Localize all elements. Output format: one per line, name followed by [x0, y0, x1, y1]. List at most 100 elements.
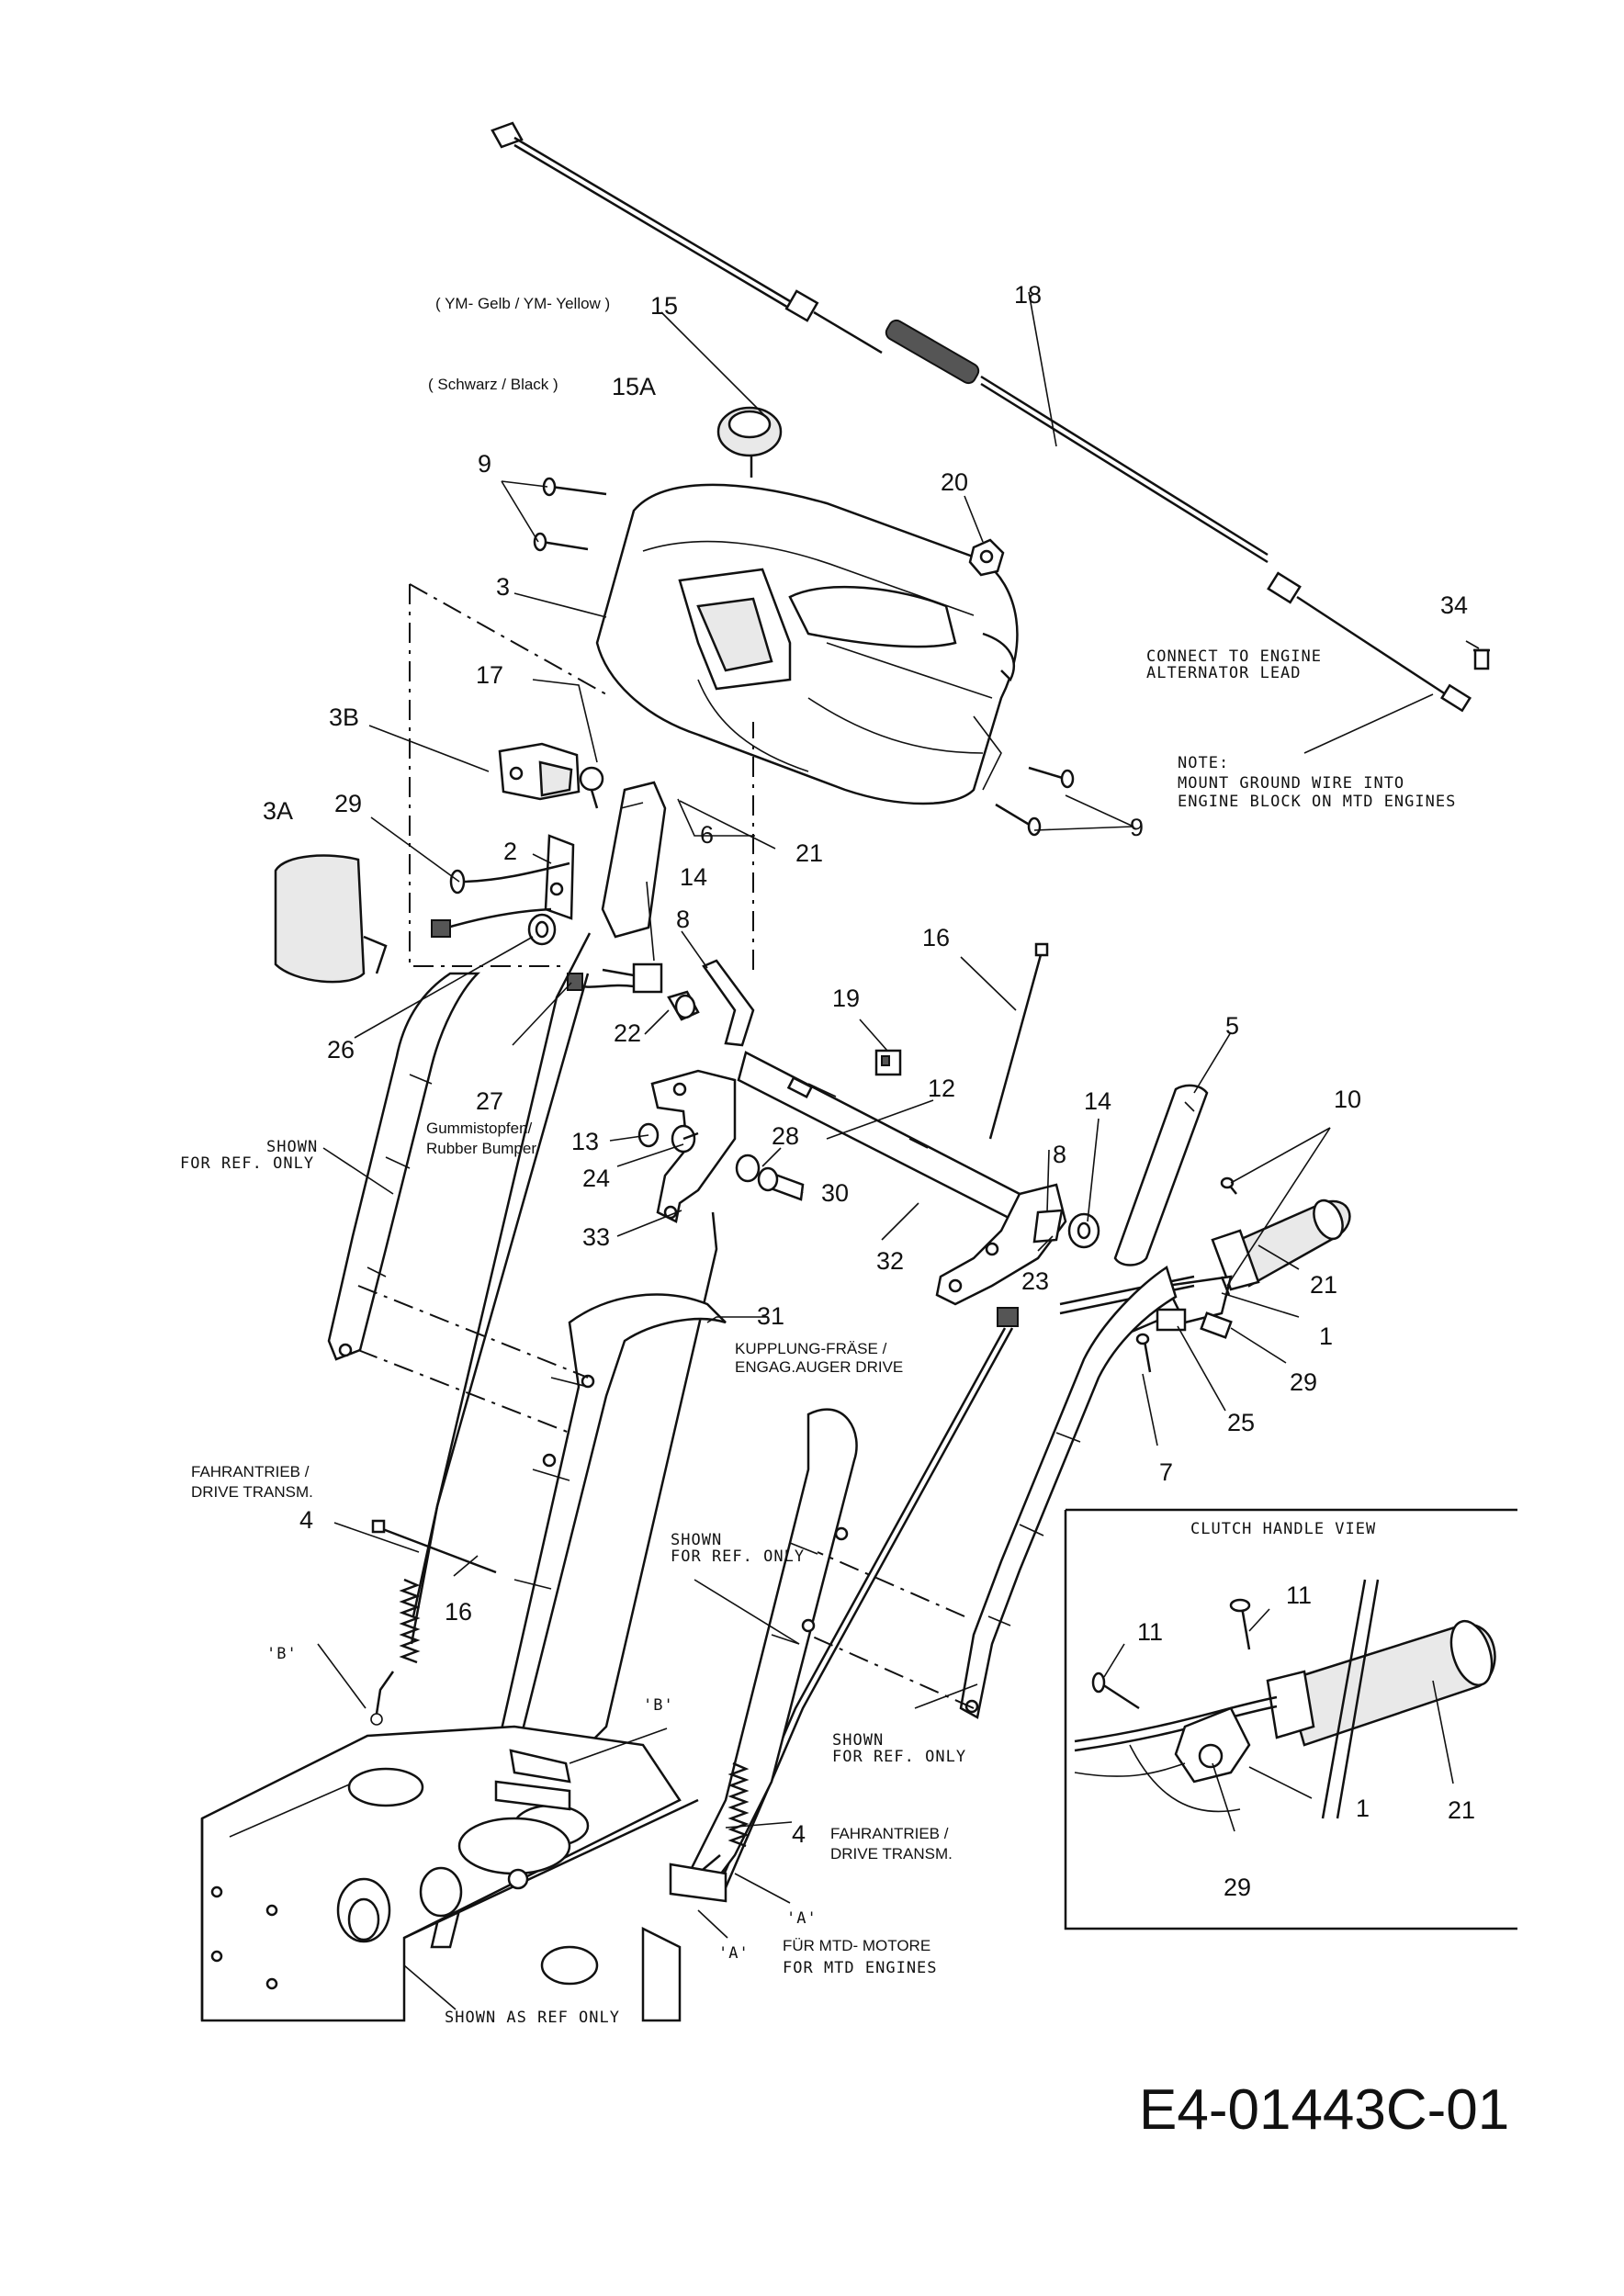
cable-tie-16-bottom [371, 1519, 497, 1574]
label-p14-right: 14 [1084, 1087, 1111, 1115]
link-8-top [702, 959, 755, 1047]
ref-dash-1 [357, 1285, 589, 1379]
screw-10 [1220, 1176, 1237, 1296]
label-p24: 24 [582, 1165, 610, 1192]
label-b-mid: 'B' [643, 1696, 674, 1715]
label-fahr-1b: DRIVE TRANSM. [191, 1483, 313, 1501]
label-p15: 15 [650, 292, 678, 320]
diagram-code: E4-01443C-01 [1139, 2078, 1509, 2142]
bracket-right-32 [935, 1183, 1067, 1306]
label-shown-2a: SHOWN [671, 1531, 722, 1549]
label-kupplung-1: KUPPLUNG-FRÄSE / [735, 1340, 887, 1357]
bracket-2 [544, 834, 575, 920]
knob-15 [716, 406, 783, 478]
label-note-1: NOTE: [1178, 754, 1229, 772]
switch-bracket-3b [498, 742, 581, 801]
label-b-left: 'B' [266, 1645, 298, 1663]
label-p13: 13 [571, 1128, 599, 1155]
label-a-left: 'A' [718, 1944, 750, 1963]
label-p26: 26 [327, 1036, 355, 1064]
label-p1: 1 [1319, 1322, 1333, 1350]
label-p9-top: 9 [478, 450, 491, 478]
ref-dash-3 [807, 1634, 975, 1709]
ref-dash-4 [817, 1551, 965, 1617]
label-p21-right: 21 [1310, 1271, 1337, 1299]
label-p10: 10 [1334, 1086, 1361, 1113]
label-note-3: ENGINE BLOCK ON MTD ENGINES [1178, 793, 1456, 811]
drive-cable-right-2 [722, 1327, 1014, 1893]
grip-21-top [1211, 1199, 1351, 1291]
label-p1-inset: 1 [1356, 1795, 1370, 1822]
label-p7: 7 [1159, 1458, 1173, 1486]
label-p27: 27 [476, 1087, 503, 1115]
label-p15-note: ( YM- Gelb / YM- Yellow ) [435, 295, 610, 312]
connector-34 [1473, 648, 1490, 670]
wire-harness-29 [431, 861, 570, 938]
label-p4-left: 4 [299, 1506, 313, 1534]
screws-9-right [995, 766, 1075, 837]
label-p21-top: 21 [795, 839, 823, 867]
label-p4-right: 4 [792, 1820, 806, 1848]
label-p15a-note: ( Schwarz / Black ) [428, 376, 558, 393]
cover-3a [274, 854, 388, 984]
left-upper-handle [327, 972, 481, 1361]
label-fahr-2b: DRIVE TRANSM. [830, 1845, 953, 1863]
label-p28: 28 [772, 1122, 799, 1150]
spring-4-left [370, 1578, 421, 1726]
screw-7 [1135, 1333, 1152, 1373]
leader-lines [317, 291, 1480, 2010]
label-p22: 22 [614, 1019, 641, 1047]
label-p14-left: 14 [680, 863, 707, 891]
label-p8-mid: 8 [1053, 1141, 1066, 1168]
grommet-26 [527, 913, 557, 946]
label-p2: 2 [503, 838, 517, 865]
right-upper-handle [959, 1266, 1178, 1719]
label-p23: 23 [1021, 1267, 1049, 1295]
label-p11-b: 11 [1137, 1618, 1163, 1646]
clip-20 [968, 538, 1005, 577]
label-p33: 33 [582, 1223, 610, 1251]
switch-14-left [567, 962, 663, 994]
label-p12: 12 [928, 1075, 955, 1102]
label-p34: 34 [1440, 591, 1468, 619]
label-kupplung-2: ENGAG.AUGER DRIVE [735, 1358, 903, 1376]
label-p30: 30 [821, 1179, 849, 1207]
label-bumper-2: Rubber Bumper [426, 1140, 536, 1157]
label-p31: 31 [757, 1302, 784, 1330]
label-p3: 3 [496, 573, 510, 601]
label-connect-2: ALTERNATOR LEAD [1146, 664, 1302, 682]
label-shown-1b: FOR REF. ONLY [180, 1154, 314, 1173]
label-p32: 32 [876, 1247, 904, 1275]
console-bounding-dash [409, 584, 562, 967]
cable-connector-right [997, 1307, 1019, 1327]
label-p21-inset: 21 [1448, 1796, 1475, 1824]
screws-9-top [533, 477, 607, 552]
label-p29-left: 29 [334, 790, 362, 817]
drive-cable-left [412, 973, 590, 1617]
control-rod-27 [410, 932, 592, 1645]
label-p6: 6 [700, 821, 714, 849]
label-fahr-1a: FAHRANTRIEB / [191, 1463, 310, 1480]
cable-tie-16-top [988, 951, 1043, 1140]
label-shown-as-ref: SHOWN AS REF ONLY [445, 2009, 620, 2027]
handle-sleeve-5 [1113, 1084, 1209, 1266]
link-8-right [1032, 1209, 1064, 1244]
panel-column-6 [601, 781, 667, 939]
cable-connector-25 [1131, 1308, 1187, 1334]
label-p16-bottom: 16 [445, 1598, 472, 1626]
label-a-right: 'A' [786, 1909, 818, 1928]
label-p18: 18 [1014, 281, 1042, 309]
label-shown-1a: SHOWN [266, 1138, 318, 1156]
label-shown-3b: FOR REF. ONLY [832, 1748, 966, 1766]
console-bounding-dash-top [409, 583, 607, 695]
label-p8-top: 8 [676, 906, 690, 933]
label-p11-a: 11 [1286, 1581, 1312, 1609]
label-p16-top: 16 [922, 924, 950, 951]
bracket-b [509, 1749, 571, 1784]
label-p3b: 3B [329, 703, 359, 731]
label-p5: 5 [1225, 1012, 1239, 1040]
label-mtd-1: FÜR MTD- MOTORE [783, 1937, 930, 1954]
label-p15a: 15A [612, 373, 656, 400]
label-connect-1: CONNECT TO ENGINE [1146, 647, 1322, 666]
